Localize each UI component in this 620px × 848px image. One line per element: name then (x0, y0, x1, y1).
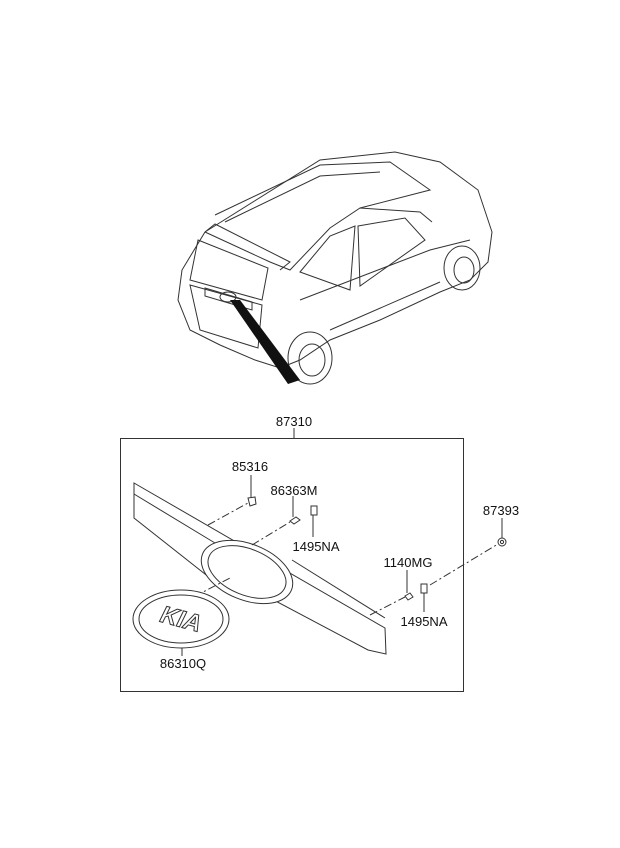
clip-85316 (247, 496, 257, 507)
label-87310: 87310 (275, 414, 313, 429)
label-1495NA-2: 1495NA (400, 614, 448, 629)
label-85316: 85316 (231, 459, 269, 474)
pin-1140MG (404, 592, 414, 601)
car-illustration (177, 151, 493, 385)
kia-emblem: KIA (132, 589, 230, 656)
label-1495NA-1: 1495NA (292, 539, 340, 554)
label-86310Q: 86310Q (159, 656, 207, 671)
pad-1495NA-2 (420, 583, 428, 594)
label-87393: 87393 (482, 503, 520, 518)
assembly-lines (179, 502, 499, 616)
label-1140MG: 1140MG (383, 555, 433, 570)
tailgate-trim-garnish (133, 482, 387, 655)
pad-1495NA-1 (310, 505, 318, 516)
pointer-arrow (230, 300, 300, 384)
pin-86363M (289, 516, 301, 525)
label-86363M: 86363M (270, 483, 318, 498)
